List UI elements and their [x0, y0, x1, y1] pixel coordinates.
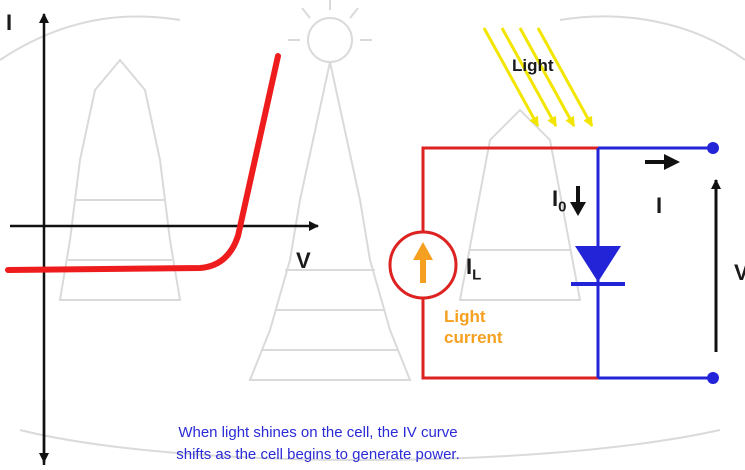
x-axis-label: V — [296, 248, 311, 273]
terminal-top — [707, 142, 719, 154]
diode-icon — [571, 246, 625, 286]
light-rays — [482, 27, 594, 127]
il-label-main: I — [466, 254, 473, 279]
caption: When light shines on the cell, the IV cu… — [128, 422, 508, 466]
i0-label-main: I — [552, 186, 559, 211]
i0-arrow-icon — [570, 186, 586, 216]
voltage-label: V — [734, 260, 745, 285]
i0-label: I0 — [552, 186, 567, 216]
caption-line2: shifts as the cell begins to generate po… — [176, 446, 460, 463]
light-current-line2: current — [444, 328, 503, 347]
current-arrow-icon — [645, 154, 680, 170]
light-label: Light — [512, 56, 554, 75]
blue-wires — [596, 146, 713, 380]
light-current-label: Light current — [444, 306, 503, 348]
il-label: IL — [466, 254, 482, 284]
terminal-bottom — [707, 372, 719, 384]
y-axis-label: I — [6, 10, 13, 35]
i0-label-sub: 0 — [558, 198, 567, 216]
light-current-line1: Light — [444, 307, 486, 326]
iv-curve — [5, 53, 281, 273]
caption-line1: When light shines on the cell, the IV cu… — [178, 424, 458, 441]
red-wires — [421, 146, 598, 380]
light-current-arrow-icon — [413, 242, 433, 283]
current-label: I — [656, 193, 663, 218]
il-label-sub: L — [472, 266, 482, 284]
